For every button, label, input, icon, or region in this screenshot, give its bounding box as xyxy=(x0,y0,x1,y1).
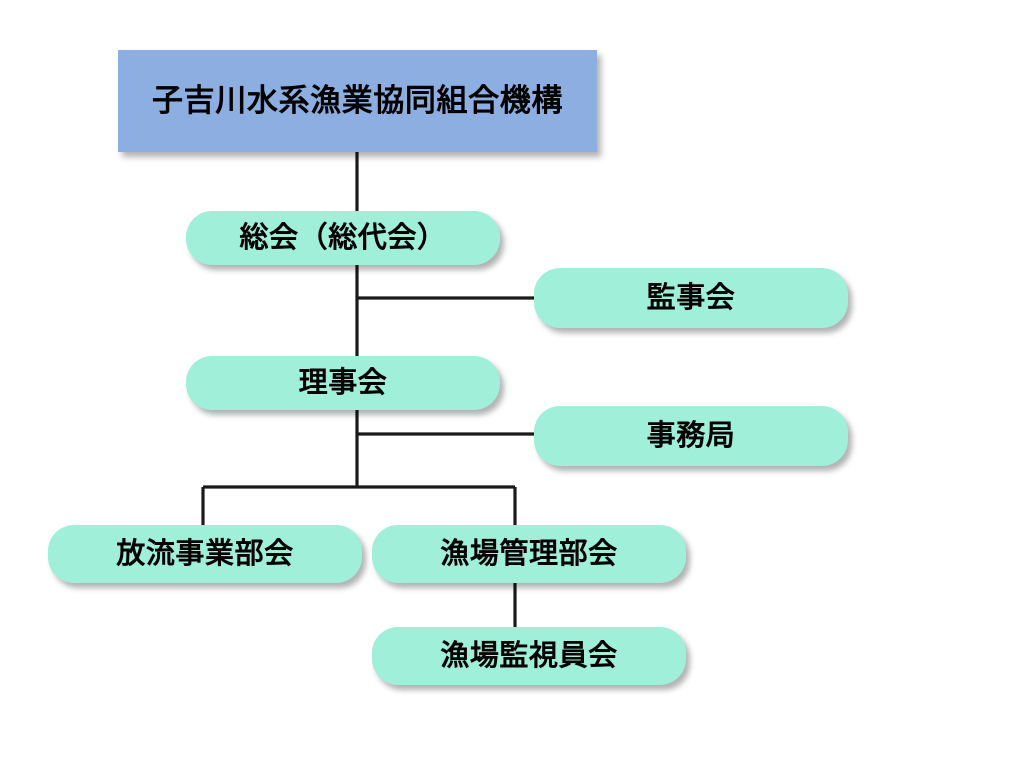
node-fishery-management-division-label: 漁場管理部会 xyxy=(440,536,618,571)
node-secretariat-label: 事務局 xyxy=(646,418,736,453)
node-general-assembly-label: 総会（総代会） xyxy=(239,220,447,255)
node-fishery-management-division[interactable]: 漁場管理部会 xyxy=(372,525,686,583)
node-board-of-directors-label: 理事会 xyxy=(298,365,388,400)
node-secretariat[interactable]: 事務局 xyxy=(534,406,848,466)
node-general-assembly[interactable]: 総会（総代会） xyxy=(186,211,500,265)
node-board-of-auditors-label: 監事会 xyxy=(646,280,736,315)
node-board-of-auditors[interactable]: 監事会 xyxy=(534,268,848,328)
node-board-of-directors[interactable]: 理事会 xyxy=(186,356,500,410)
node-root-organization-label: 子吉川水系漁業協同組合機構 xyxy=(151,82,564,119)
node-root-organization[interactable]: 子吉川水系漁業協同組合機構 xyxy=(118,50,597,152)
node-fishery-inspectors[interactable]: 漁場監視員会 xyxy=(372,627,686,685)
node-release-division[interactable]: 放流事業部会 xyxy=(48,525,362,583)
node-release-division-label: 放流事業部会 xyxy=(116,536,294,571)
node-fishery-inspectors-label: 漁場監視員会 xyxy=(440,638,618,673)
